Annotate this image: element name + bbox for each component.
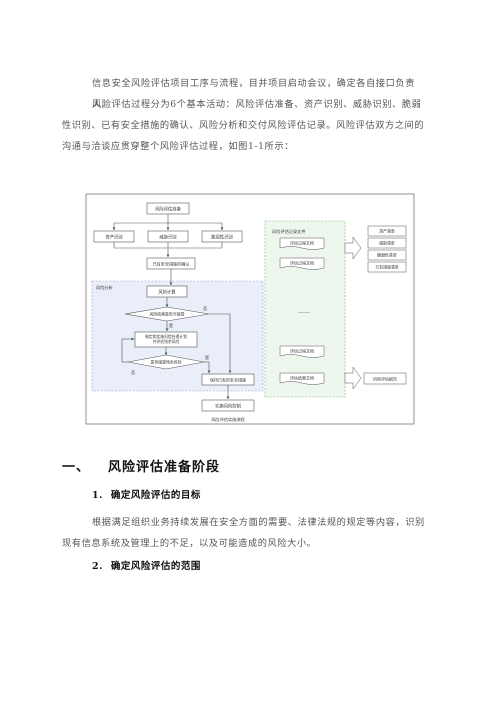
vuln-id-label: 脆弱性识别: [211, 234, 232, 241]
no-label: 否: [203, 306, 207, 311]
yes-label-2: 是: [205, 354, 209, 360]
docs-title: 风险评估记录文件: [272, 228, 306, 235]
sub-heading-2-number: 2.: [92, 561, 103, 572]
measures-label: 已有安全措施的确认: [153, 261, 190, 267]
sub-heading-1-number: 1.: [92, 490, 103, 501]
docs-region: [264, 220, 346, 398]
prepare-label: 风险评估准备: [155, 206, 181, 213]
section-title: 风险评估准备阶段: [108, 460, 221, 475]
sub-heading-2: 2. 确定风险评估的范围: [92, 558, 201, 572]
ellipsis: ……: [298, 308, 310, 315]
out-4-label: 已有措施清单: [375, 265, 398, 270]
residual-decision: [127, 354, 205, 370]
out-1-label: 资产清单: [379, 229, 395, 234]
sub-heading-1-title: 确定风险评估的目标: [110, 490, 201, 501]
doc-2-label: 评估过程文档: [290, 260, 314, 266]
output-arrow-2: [344, 366, 362, 390]
doc-4: [279, 372, 325, 385]
accept-label: 风险结果是否可接受: [149, 312, 184, 317]
residual-label: 是否接受残余风险: [150, 360, 181, 365]
analysis-region-label: 风险分析: [96, 284, 113, 291]
doc-4-label: 评估结果文档: [290, 375, 314, 381]
section-number: 一、: [62, 460, 91, 475]
no-label-2: 否: [131, 370, 135, 375]
sub-heading-2-title: 确定风险评估的范围: [110, 561, 201, 572]
control-label: 实施风险控制: [215, 403, 241, 410]
section-heading: 一、 风险评估准备阶段: [62, 456, 220, 475]
output-arrow-1: [344, 236, 362, 260]
intro-paragraph: 风险评估过程分为6个基本活动：风险评估准备、资产识别、威胁识别、脆弱性识别、已有…: [62, 99, 425, 152]
out-3-label: 脆弱性清单: [377, 253, 397, 258]
control-box: [201, 399, 255, 412]
yes-label: 是: [169, 322, 173, 328]
out-2-label: 威胁清单: [379, 241, 395, 246]
sub1-body: 根据满足组织业务持续发展在安全方面的需要、法律法规的规定等内容，识别现有信息系统…: [62, 517, 425, 549]
intro-line: 信息安全风险评估项目工序与流程，目并项目启动会议，确定各自接口负责人。: [92, 78, 415, 110]
doc-1-label: 评估过程文档: [290, 240, 314, 246]
threat-id-label: 威胁识别: [159, 234, 176, 241]
output-docs: 资产清单 威胁清单 脆弱性清单 已有措施清单: [367, 225, 407, 273]
keep-label: 保持已有的安全措施: [210, 377, 246, 383]
risk-assessment-flowchart: 风险分析 风险评估记录文件 风险评估准备 资产识别 威胁识别 脆弱性识别 已有安…: [85, 193, 415, 425]
doc-1: [279, 237, 325, 250]
report-label: 风险评估报告: [373, 376, 397, 382]
calc-label: 风险计算: [158, 289, 176, 296]
report-box: [363, 372, 407, 385]
doc-2: [279, 257, 325, 270]
doc-3: [279, 345, 325, 358]
plan-label: 制定和实施风险处理计划并评估残余风险: [145, 334, 187, 344]
flowchart-caption: 风险评估实施流程: [211, 416, 245, 423]
doc-3-label: 评估过程文档: [290, 348, 314, 354]
asset-id-label: 资产识别: [105, 234, 122, 241]
sub-heading-1: 1. 确定风险评估的目标: [92, 487, 201, 501]
